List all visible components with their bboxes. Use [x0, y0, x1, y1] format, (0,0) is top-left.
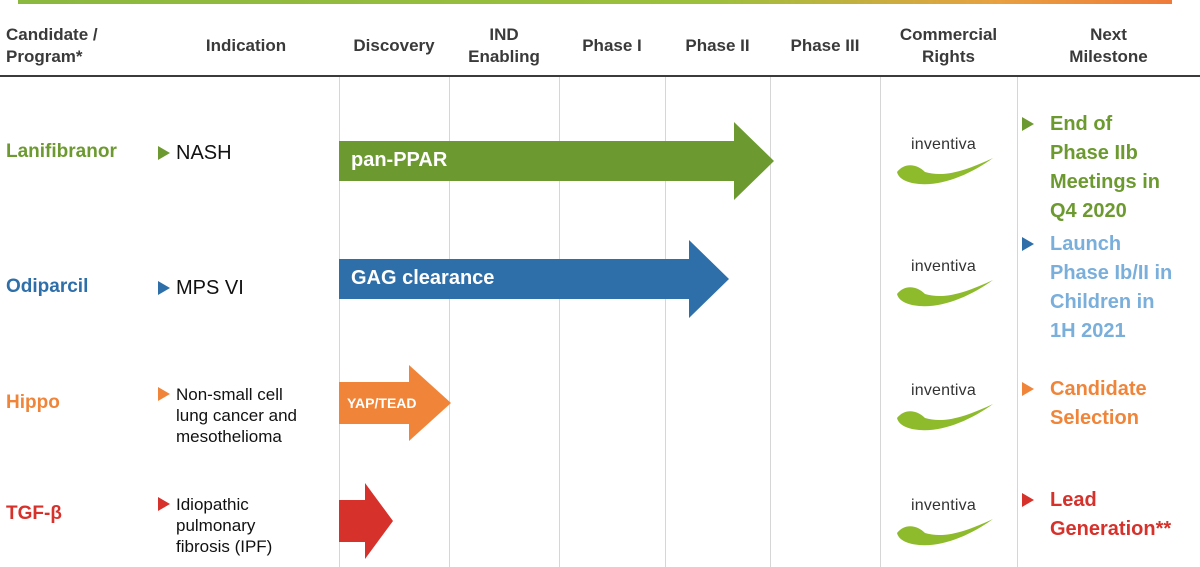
indication-text: Non-small cell lung cancer and mesotheli… [176, 385, 297, 446]
header-discovery: Discovery [353, 36, 435, 55]
indication-text: MPS VI [176, 277, 244, 299]
next-milestone: Launch Phase Ib/II in Children in 1H 202… [1022, 230, 1172, 346]
inventiva-swoosh-icon [897, 404, 993, 431]
column-divider [339, 77, 340, 567]
indication: NASH [158, 141, 232, 165]
header-candidate: Candidate / Program* [6, 25, 98, 66]
arrow-label: YAP/TEAD [347, 395, 417, 411]
program-name: Odiparcil [6, 276, 89, 297]
inventiva-swoosh-icon [897, 280, 993, 307]
progress-arrow [339, 483, 393, 559]
program-name: Lanifibranor [6, 141, 117, 162]
column-divider [665, 77, 666, 567]
bullet-triangle-icon [1022, 117, 1034, 131]
inventiva-logo: inventiva [895, 382, 995, 432]
header-indication: Indication [205, 36, 287, 55]
column-divider [559, 77, 560, 567]
column-divider [770, 77, 771, 567]
header-commercial-rights: Commercial Rights [899, 25, 998, 66]
next-milestone: End of Phase IIb Meetings in Q4 2020 [1022, 110, 1160, 226]
indication: Idiopathic pulmonary fibrosis (IPF) [158, 494, 272, 557]
column-divider [449, 77, 450, 567]
bullet-triangle-icon [1022, 237, 1034, 251]
inventiva-swoosh-icon [897, 158, 993, 185]
inventiva-logo: inventiva [895, 258, 995, 308]
bullet-triangle-icon [1022, 493, 1034, 507]
top-accent-bar [18, 0, 1172, 4]
bullet-triangle-icon [1022, 382, 1034, 396]
header-divider [0, 75, 1200, 77]
progress-arrow: GAG clearance [339, 240, 729, 318]
column-divider [1017, 77, 1018, 567]
indication-text: Idiopathic pulmonary fibrosis (IPF) [176, 495, 273, 556]
bullet-triangle-icon [158, 146, 170, 160]
arrow-label: GAG clearance [351, 267, 495, 289]
indication: MPS VI [158, 276, 244, 300]
indication-text: NASH [176, 142, 232, 164]
inventiva-swoosh-icon [897, 519, 993, 546]
inventiva-logo: inventiva [895, 136, 995, 186]
arrow-label: pan-PPAR [351, 149, 448, 171]
program-name: TGF-β [6, 503, 62, 524]
header-phase-1: Phase I [582, 36, 642, 55]
header-phase-3: Phase III [790, 36, 860, 55]
progress-arrow: YAP/TEAD [339, 365, 451, 441]
header-phase-2: Phase II [685, 36, 750, 55]
progress-arrow: pan-PPAR [339, 122, 774, 200]
next-milestone: Candidate Selection [1022, 375, 1147, 433]
program-name: Hippo [6, 392, 60, 413]
bullet-triangle-icon [158, 281, 170, 295]
header-next-milestone: Next Milestone [1069, 25, 1148, 66]
header-ind-enabling: IND Enabling [468, 25, 540, 66]
bullet-triangle-icon [158, 497, 170, 511]
inventiva-logo: inventiva [895, 497, 995, 547]
next-milestone: Lead Generation** [1022, 486, 1171, 544]
column-divider [880, 77, 881, 567]
bullet-triangle-icon [158, 387, 170, 401]
indication: Non-small cell lung cancer and mesotheli… [158, 384, 297, 447]
